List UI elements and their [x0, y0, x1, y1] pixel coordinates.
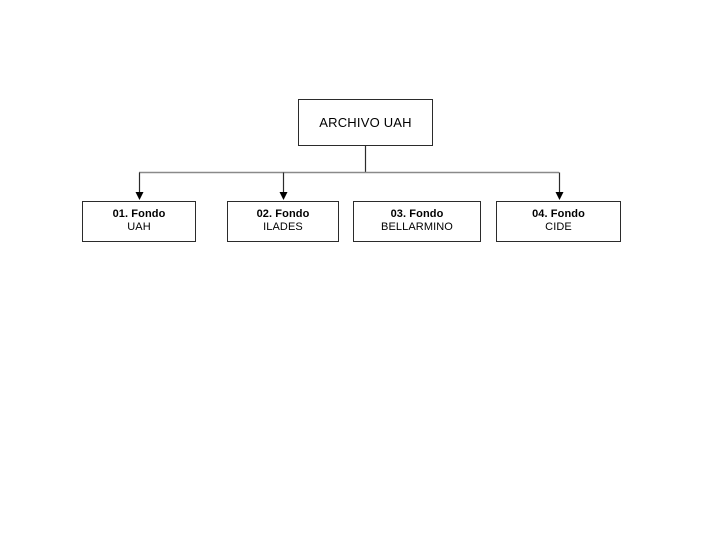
arrowhead-child-4 [555, 192, 564, 200]
node-fondo-uah-name: UAH [127, 221, 151, 233]
arrowhead-child-2 [279, 192, 288, 200]
arrowhead-child-1 [135, 192, 144, 200]
node-archivo-uah[interactable]: ARCHIVO UAH [298, 99, 433, 146]
node-fondo-bellarmino-name: BELLARMINO [381, 221, 453, 233]
node-fondo-cide[interactable]: 04. Fondo CIDE [496, 201, 621, 242]
node-fondo-ilades-name: ILADES [263, 221, 303, 233]
node-archivo-uah-label: ARCHIVO UAH [319, 114, 412, 130]
node-fondo-cide-name: CIDE [545, 221, 572, 233]
node-fondo-uah-code: 01. Fondo [112, 207, 166, 220]
node-fondo-bellarmino-code: 03. Fondo [390, 207, 444, 220]
node-fondo-uah[interactable]: 01. Fondo UAH [82, 201, 196, 242]
node-fondo-cide-code: 04. Fondo [532, 207, 585, 220]
node-fondo-ilades[interactable]: 02. Fondo ILADES [227, 201, 339, 242]
node-fondo-bellarmino[interactable]: 03. Fondo BELLARMINO [353, 201, 481, 242]
node-fondo-ilades-code: 02. Fondo [256, 207, 310, 220]
